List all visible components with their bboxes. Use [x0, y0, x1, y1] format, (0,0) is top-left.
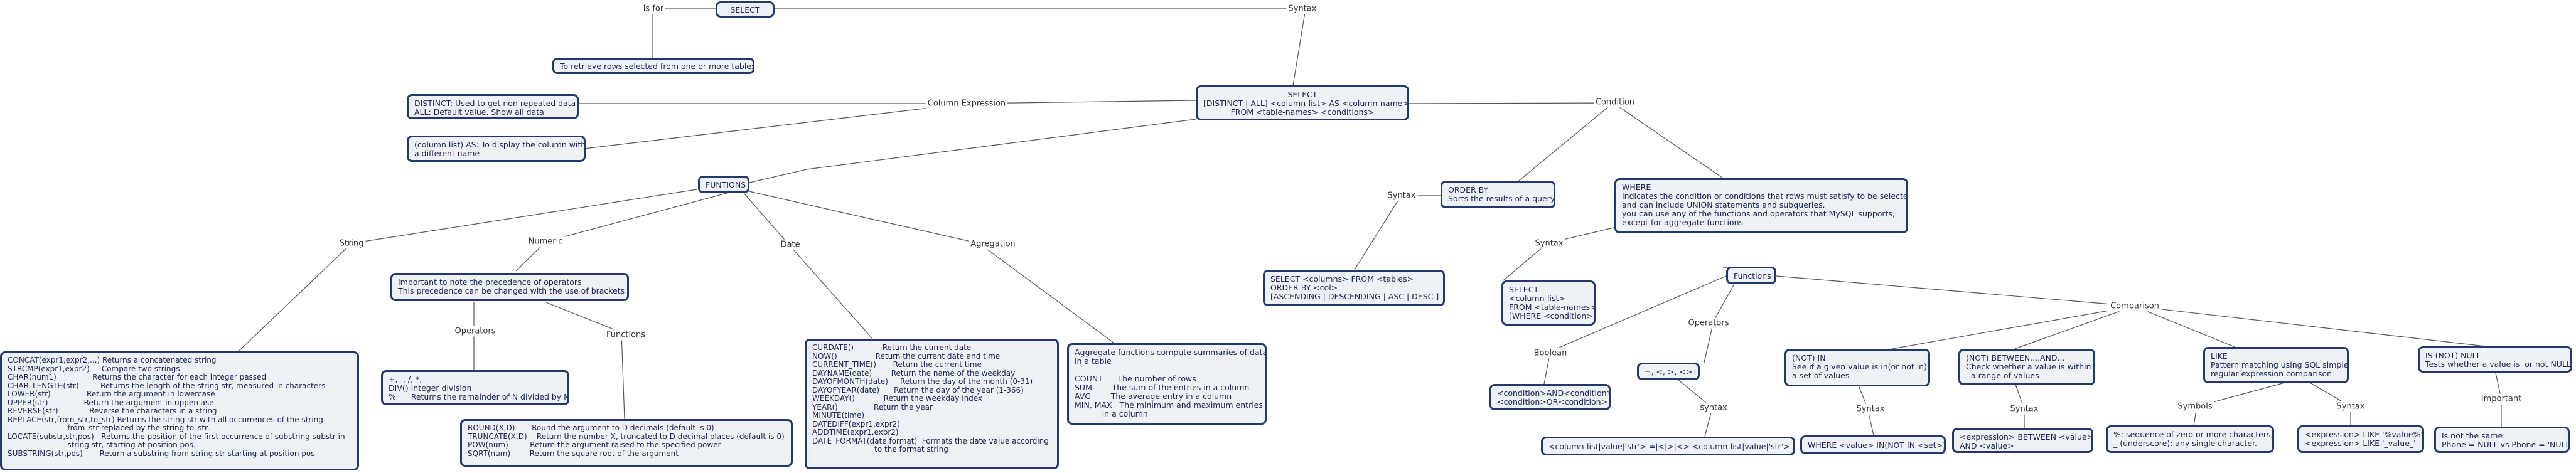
- label-agregation: Agregation: [969, 238, 1017, 250]
- node-distinct-all[interactable]: DISTINCT: Used to get non repeated data …: [407, 94, 579, 119]
- node-column-as[interactable]: (column list) AS: To display the column …: [407, 136, 586, 162]
- node-comparators-syntax[interactable]: <column-list|value|'str'> =|<|>|<> <colu…: [1541, 437, 1795, 455]
- node-where[interactable]: WHERE Indicates the condition or conditi…: [1614, 178, 1908, 233]
- node-select-syntax[interactable]: SELECT [DISTINCT | ALL] <column-list> AS…: [1196, 85, 1409, 120]
- node-retrieve-purpose[interactable]: To retrieve rows selected from one or mo…: [552, 58, 754, 74]
- label-comparison: Comparison: [2108, 300, 2161, 312]
- label-syntax: Syntax: [1286, 3, 1319, 14]
- label-syntax-orderby: Syntax: [1385, 190, 1418, 201]
- node-comparators[interactable]: =, <, >, <>: [1637, 363, 1700, 380]
- label-syntax-where: Syntax: [1533, 238, 1565, 249]
- node-date-functions[interactable]: CURDATE() Return the current date NOW() …: [805, 339, 1059, 469]
- label-operators-where: Operators: [1686, 317, 1731, 329]
- label-date: Date: [778, 239, 802, 250]
- label-boolean: Boolean: [1532, 348, 1569, 359]
- label-important: Important: [2479, 393, 2524, 405]
- node-functions[interactable]: Functions: [1726, 267, 1776, 284]
- label-string: String: [337, 238, 366, 249]
- node-boolean[interactable]: <condition>AND<condition> <condition>OR<…: [1489, 384, 1611, 410]
- label-numeric: Numeric: [526, 236, 565, 247]
- label-column-expression: Column Expression: [925, 98, 1008, 109]
- node-string-functions[interactable]: CONCAT(expr1,expr2,...) Returns a concat…: [0, 351, 359, 470]
- node-operators-list[interactable]: +, -, /, *, DIV() Integer division % Ret…: [381, 370, 569, 405]
- label-operators: Operators: [453, 326, 498, 337]
- node-select-root[interactable]: SELECT: [716, 1, 775, 18]
- label-condition: Condition: [1593, 97, 1637, 108]
- node-between[interactable]: (NOT) BETWEEN....AND... Check whether a …: [1958, 349, 2095, 385]
- node-aggregate-functions[interactable]: Aggregate functions compute summaries of…: [1067, 343, 1267, 425]
- node-where-syntax[interactable]: SELECT <column-list> FROM <table-names> …: [1501, 280, 1596, 326]
- label-functions: Functions: [604, 329, 648, 341]
- node-order-by-syntax[interactable]: SELECT <columns> FROM <tables> ORDER BY …: [1263, 270, 1445, 306]
- node-numeric-precedence[interactable]: Important to note the precedence of oper…: [390, 273, 629, 301]
- label-syntax-between: Syntax: [2008, 403, 2041, 415]
- node-like-symbols[interactable]: %: sequence of zero or more characters; …: [2106, 425, 2274, 453]
- label-syntax-in: Syntax: [1854, 403, 1887, 415]
- label-is-for: is for: [641, 3, 666, 14]
- node-funtions[interactable]: FUNTIONS: [698, 176, 749, 193]
- node-between-syntax[interactable]: <expression> BETWEEN <value> AND <value>: [1952, 428, 2093, 453]
- node-is-null-note[interactable]: Is not the same: Phone = NULL vs Phone =…: [2434, 427, 2570, 453]
- node-like-syntax[interactable]: <expression> LIKE '%value%' <expression>…: [2297, 425, 2424, 453]
- node-is-null[interactable]: IS (NOT) NULL Tests whether a value is o…: [2418, 346, 2572, 373]
- label-syntax-like: Syntax: [2334, 401, 2367, 412]
- node-order-by[interactable]: ORDER BY Sorts the results of a query: [1441, 181, 1555, 208]
- node-numeric-functions[interactable]: ROUND(X,D) Round the argument to D decim…: [460, 419, 793, 467]
- label-symbols: Symbols: [2176, 401, 2214, 412]
- label-syntax-comparators: syntax: [1698, 402, 1729, 413]
- node-not-in-syntax[interactable]: WHERE <value> IN(NOT IN <set>): [1800, 435, 1946, 454]
- node-not-in[interactable]: (NOT) IN See if a given value is in(or n…: [1784, 349, 1930, 386]
- node-like[interactable]: LIKE Pattern matching using SQL simple r…: [2203, 347, 2349, 383]
